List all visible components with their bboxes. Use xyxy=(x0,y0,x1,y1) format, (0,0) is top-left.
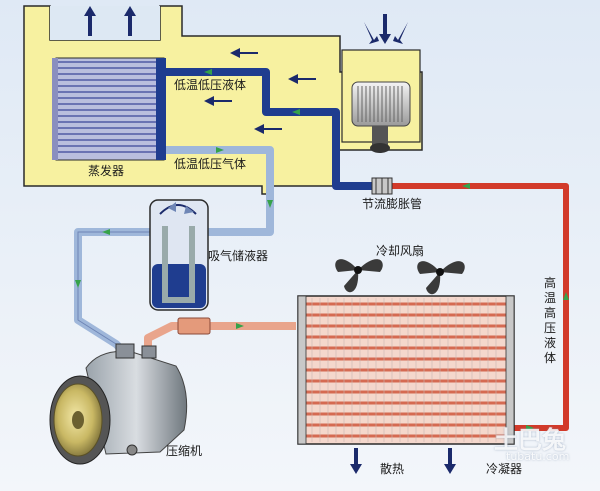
label-low-temp-low-pressure-liquid: 低温低压液体 xyxy=(174,78,247,92)
condenser-core xyxy=(297,295,515,445)
label-throttle-expansion-valve: 节流膨胀管 xyxy=(362,197,423,211)
label-suction-accumulator: 吸气储液器 xyxy=(208,249,269,263)
muffler xyxy=(177,317,211,335)
label-high-temp-high-pressure-liquid: 高温高压液体 xyxy=(543,276,556,365)
label-compressor: 压缩机 xyxy=(166,444,203,458)
cooling-fan-2 xyxy=(417,261,465,295)
air-out-arrows xyxy=(84,6,136,36)
flow-arrows xyxy=(75,69,569,431)
discharge-line xyxy=(144,322,296,352)
accumulator xyxy=(149,199,209,311)
label-heat-dissipation: 散热 xyxy=(380,462,405,476)
liquid-line xyxy=(166,68,378,190)
cabin-air-arrows xyxy=(204,48,316,134)
label-cooling-fan: 冷却风扇 xyxy=(376,244,425,258)
label-evaporator: 蒸发器 xyxy=(88,164,125,178)
expansion-valve xyxy=(371,177,393,195)
watermark-logo: 土巴兔 xyxy=(494,426,566,454)
label-low-temp-low-pressure-gas: 低温低压气体 xyxy=(174,157,247,171)
cooling-fan-1 xyxy=(335,259,383,293)
heat-arrows xyxy=(350,448,456,474)
compressor xyxy=(49,343,188,465)
label-condenser: 冷凝器 xyxy=(486,462,523,476)
blower-fan xyxy=(351,81,411,153)
evaporator-core xyxy=(52,57,166,161)
watermark-url: tubatu.com xyxy=(506,450,570,463)
air-outlet-top xyxy=(50,6,160,40)
intake-arrows xyxy=(364,14,408,44)
high-pressure-line xyxy=(390,183,569,431)
